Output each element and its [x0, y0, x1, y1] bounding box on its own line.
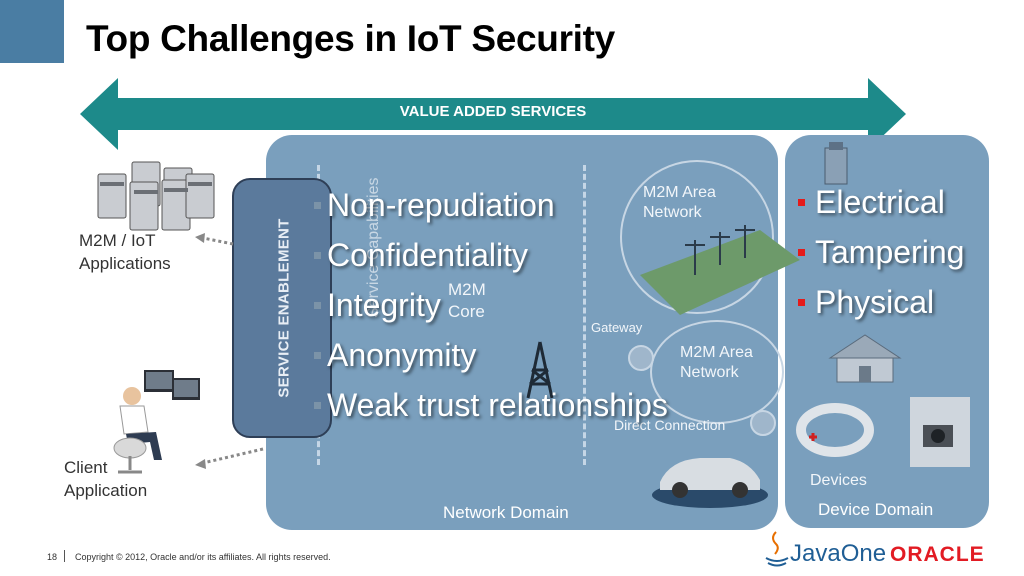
apps-connector-arrow: [195, 233, 234, 246]
bullet-icon: [314, 402, 321, 409]
gateway-label: Gateway: [591, 320, 643, 335]
device-node: [750, 410, 776, 436]
m2m-area-ellipse-top: [620, 160, 774, 314]
device-domain-label: Device Domain: [818, 500, 934, 519]
challenge-item: Weak trust relationships: [314, 380, 668, 430]
car-graphic: [652, 458, 768, 508]
challenge-item: Anonymity: [314, 330, 668, 380]
threat-item: Tampering: [798, 227, 964, 277]
bullet-icon: [798, 199, 805, 206]
wristband-graphic: [796, 403, 874, 457]
divider-line-right: [583, 165, 586, 465]
javaone-logo-text: JavaOne: [790, 540, 887, 567]
challenge-item: Integrity: [314, 280, 668, 330]
bullet-icon: [314, 252, 321, 259]
client-connector-arrow: [195, 447, 264, 469]
page-number: 18: [47, 552, 58, 562]
cell-tower-icon: [526, 341, 554, 399]
m2m-area-top-label-2: Network: [643, 204, 702, 221]
threat-item: Electrical: [798, 177, 964, 227]
bullet-icon: [314, 352, 321, 359]
bullet-icon: [314, 202, 321, 209]
bullet-icon: [798, 299, 805, 306]
power-grid-graphic: [640, 225, 800, 315]
arrow-label: VALUE ADDED SERVICES: [399, 103, 587, 120]
network-domain-label: Network Domain: [443, 503, 569, 522]
challenges-list: Non-repudiation Confidentiality Integrit…: [314, 180, 668, 430]
m2m-core-label-2: Core: [448, 302, 485, 321]
slide-title: Top Challenges in IoT Security: [86, 18, 615, 59]
challenge-item: Non-repudiation: [314, 180, 668, 230]
gateway-node: [628, 345, 654, 371]
m2m-apps-label-1: M2M / IoT: [79, 231, 156, 250]
client-app-label-2: Application: [64, 481, 148, 500]
m2m-apps-label-2: Applications: [79, 254, 171, 273]
sensor-device-graphic: [824, 142, 848, 185]
bullet-icon: [314, 302, 321, 309]
m2m-area-bottom-label-2: Network: [680, 364, 739, 381]
footer-separator: [64, 550, 65, 562]
m2m-area-ellipse-bottom: [650, 320, 784, 424]
server-cluster-icon: [97, 161, 215, 231]
m2m-area-top-label-1: M2M Area: [643, 184, 716, 201]
client-workstation-icon: [113, 370, 200, 474]
oracle-logo-text: ORACLE: [890, 543, 985, 566]
java-cup-icon: [765, 531, 789, 567]
service-enablement-label: SERVICE ENABLEMENT: [275, 218, 293, 398]
camera-graphic: [910, 397, 970, 467]
m2m-area-bottom-label-1: M2M Area: [680, 344, 753, 361]
devices-label: Devices: [810, 472, 867, 489]
direct-connection-label: Direct Connection: [614, 417, 726, 433]
threat-item: Physical: [798, 277, 964, 327]
challenge-item: Confidentiality: [314, 230, 668, 280]
corner-block: [0, 0, 64, 63]
device-threats-list: Electrical Tampering Physical: [798, 177, 964, 327]
value-added-arrow: [80, 78, 906, 150]
m2m-core-label-1: M2M: [448, 280, 486, 299]
copyright-text: Copyright © 2012, Oracle and/or its affi…: [75, 552, 331, 562]
house-graphic: [828, 334, 902, 383]
bullet-icon: [798, 249, 805, 256]
client-app-label-1: Client: [64, 458, 108, 477]
